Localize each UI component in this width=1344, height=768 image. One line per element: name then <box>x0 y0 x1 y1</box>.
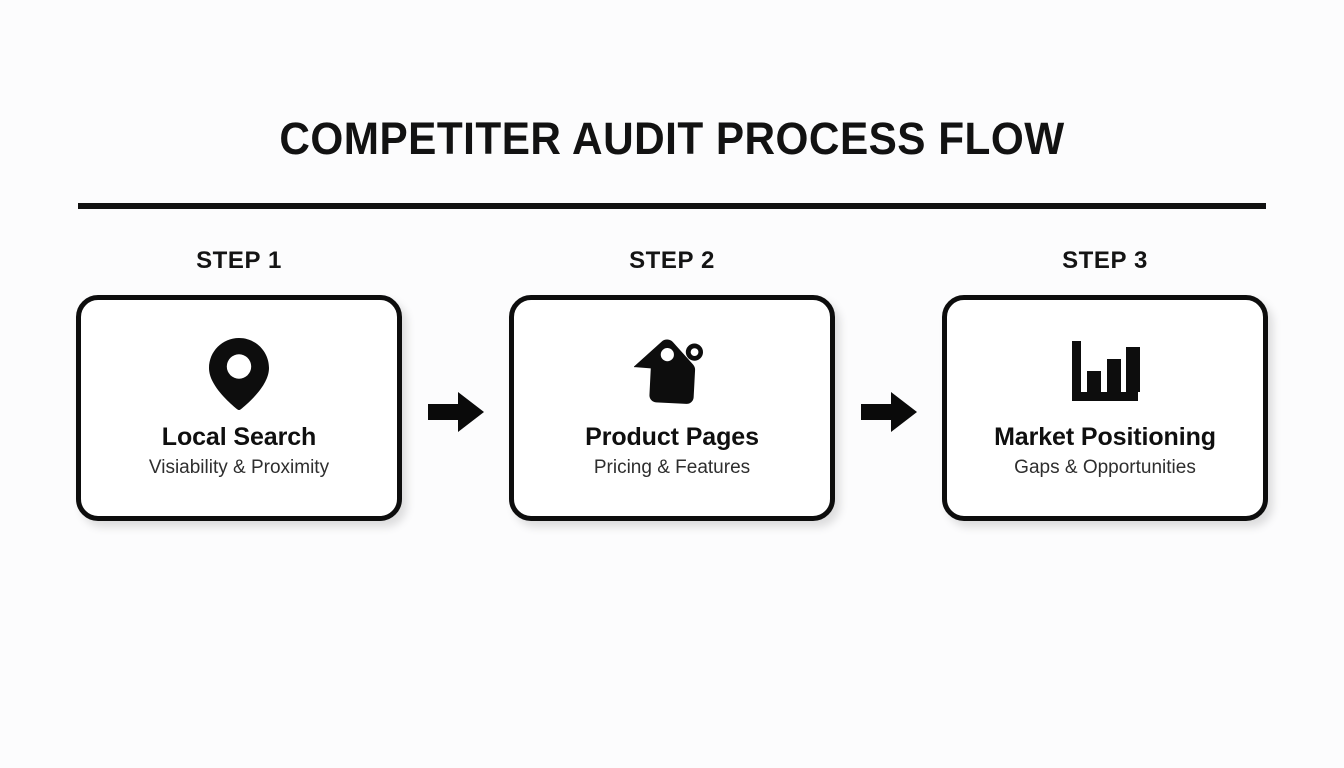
price-tag-icon <box>634 337 710 411</box>
step-subtitle-2: Pricing & Features <box>593 457 751 478</box>
connector-1 <box>403 246 509 536</box>
connector-2 <box>836 246 942 536</box>
step-title-3: Market Positioning <box>994 423 1216 451</box>
step-card-3[interactable]: Market Positioning Gaps & Opportunities <box>942 295 1268 521</box>
page-title: COMPETITER AUDIT PROCESS FLOW <box>279 113 1065 164</box>
title-block: COMPETITER AUDIT PROCESS FLOW <box>0 110 1344 168</box>
map-pin-icon <box>208 337 270 411</box>
step-label-2: STEP 2 <box>629 247 715 274</box>
step-subtitle-3: Gaps & Opportunities <box>1014 457 1196 478</box>
step-card-2[interactable]: Product Pages Pricing & Features <box>509 295 835 521</box>
step-label-1: STEP 1 <box>196 247 282 274</box>
step-column-3: STEP 3 Market Positioning Gaps & Opportu… <box>942 246 1268 521</box>
step-column-1: STEP 1 Local Search Visiability & Proxim… <box>76 246 402 521</box>
title-divider <box>78 203 1266 209</box>
step-label-3: STEP 3 <box>1062 247 1148 274</box>
arrow-right-icon <box>860 392 917 432</box>
bar-chart-icon <box>1068 337 1142 411</box>
arrow-right-icon <box>427 392 484 432</box>
step-card-1[interactable]: Local Search Visiability & Proximity <box>76 295 402 521</box>
step-subtitle-1: Visiability & Proximity <box>148 457 330 478</box>
process-flow-row: STEP 1 Local Search Visiability & Proxim… <box>76 246 1268 536</box>
step-title-1: Local Search <box>161 423 317 451</box>
step-title-2: Product Pages <box>585 423 759 451</box>
step-column-2: STEP 2 Product Pages Pricing & Features <box>509 246 835 521</box>
